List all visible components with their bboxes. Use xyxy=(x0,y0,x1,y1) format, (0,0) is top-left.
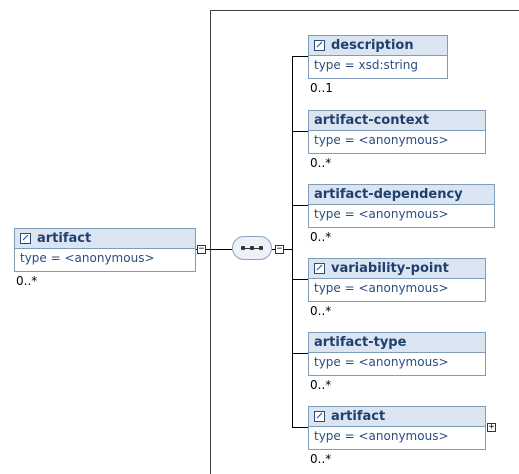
element-description[interactable]: description type = xsd:string xyxy=(308,35,448,79)
element-type: type = <anonymous> xyxy=(314,429,449,443)
element-artifact-dependency[interactable]: artifact-dependency type = <anonymous> xyxy=(308,184,495,228)
collapse-toggle-icon[interactable]: − xyxy=(275,244,284,254)
sequence-dot xyxy=(250,246,254,250)
collapse-toggle-icon[interactable]: − xyxy=(197,244,206,254)
element-title: artifact-type xyxy=(309,333,485,353)
element-name: description xyxy=(331,38,414,53)
reference-icon xyxy=(314,263,325,274)
element-type: type = <anonymous> xyxy=(20,251,155,265)
element-name: artifact-type xyxy=(314,335,407,350)
cardinality-label: 0..* xyxy=(16,274,38,288)
connector-description xyxy=(292,56,308,57)
cardinality-label: 0..* xyxy=(310,230,332,244)
connector-root-to-sequence xyxy=(196,249,232,250)
element-name: variability-point xyxy=(331,261,449,276)
element-title: description xyxy=(309,36,447,56)
sequence-dot xyxy=(241,246,245,250)
reference-icon xyxy=(20,233,31,244)
element-type: type = <anonymous> xyxy=(314,281,449,295)
element-name: artifact-dependency xyxy=(314,187,463,202)
element-title: artifact-context xyxy=(309,111,485,131)
connector-artifact-context xyxy=(292,131,308,132)
frame-left-border xyxy=(210,10,211,474)
element-variability-point[interactable]: variability-point type = <anonymous> xyxy=(308,258,486,302)
cardinality-label: 0..1 xyxy=(310,81,333,95)
element-type: type = <anonymous> xyxy=(314,355,449,369)
element-type: type = <anonymous> xyxy=(314,133,449,147)
connector-variability-point xyxy=(292,279,308,280)
element-title: artifact xyxy=(309,407,485,427)
connector-artifact-dependency xyxy=(292,205,308,206)
element-artifact-child[interactable]: artifact type = <anonymous> xyxy=(308,406,486,450)
element-title: variability-point xyxy=(309,259,485,279)
reference-icon xyxy=(314,40,325,51)
sequence-dot xyxy=(259,246,263,250)
element-artifact-root[interactable]: artifact type = <anonymous> xyxy=(14,228,196,272)
element-artifact-type[interactable]: artifact-type type = <anonymous> xyxy=(308,332,486,376)
connector-vertical-bus xyxy=(292,56,293,428)
element-title: artifact-dependency xyxy=(309,185,494,205)
element-name: artifact-context xyxy=(314,113,430,128)
cardinality-label: 0..* xyxy=(310,378,332,392)
element-name: artifact xyxy=(331,409,386,424)
element-title: artifact xyxy=(15,229,195,249)
element-name: artifact xyxy=(37,231,92,246)
expand-toggle-icon[interactable]: + xyxy=(487,422,496,432)
cardinality-label: 0..* xyxy=(310,304,332,318)
connector-artifact-child xyxy=(292,427,308,428)
sequence-compositor[interactable] xyxy=(232,236,272,260)
reference-icon xyxy=(314,411,325,422)
element-type: type = <anonymous> xyxy=(314,207,449,221)
element-type: type = xsd:string xyxy=(314,58,418,72)
cardinality-label: 0..* xyxy=(310,452,332,466)
connector-artifact-type xyxy=(292,353,308,354)
element-artifact-context[interactable]: artifact-context type = <anonymous> xyxy=(308,110,486,154)
cardinality-label: 0..* xyxy=(310,156,332,170)
frame-top-border xyxy=(210,10,519,11)
